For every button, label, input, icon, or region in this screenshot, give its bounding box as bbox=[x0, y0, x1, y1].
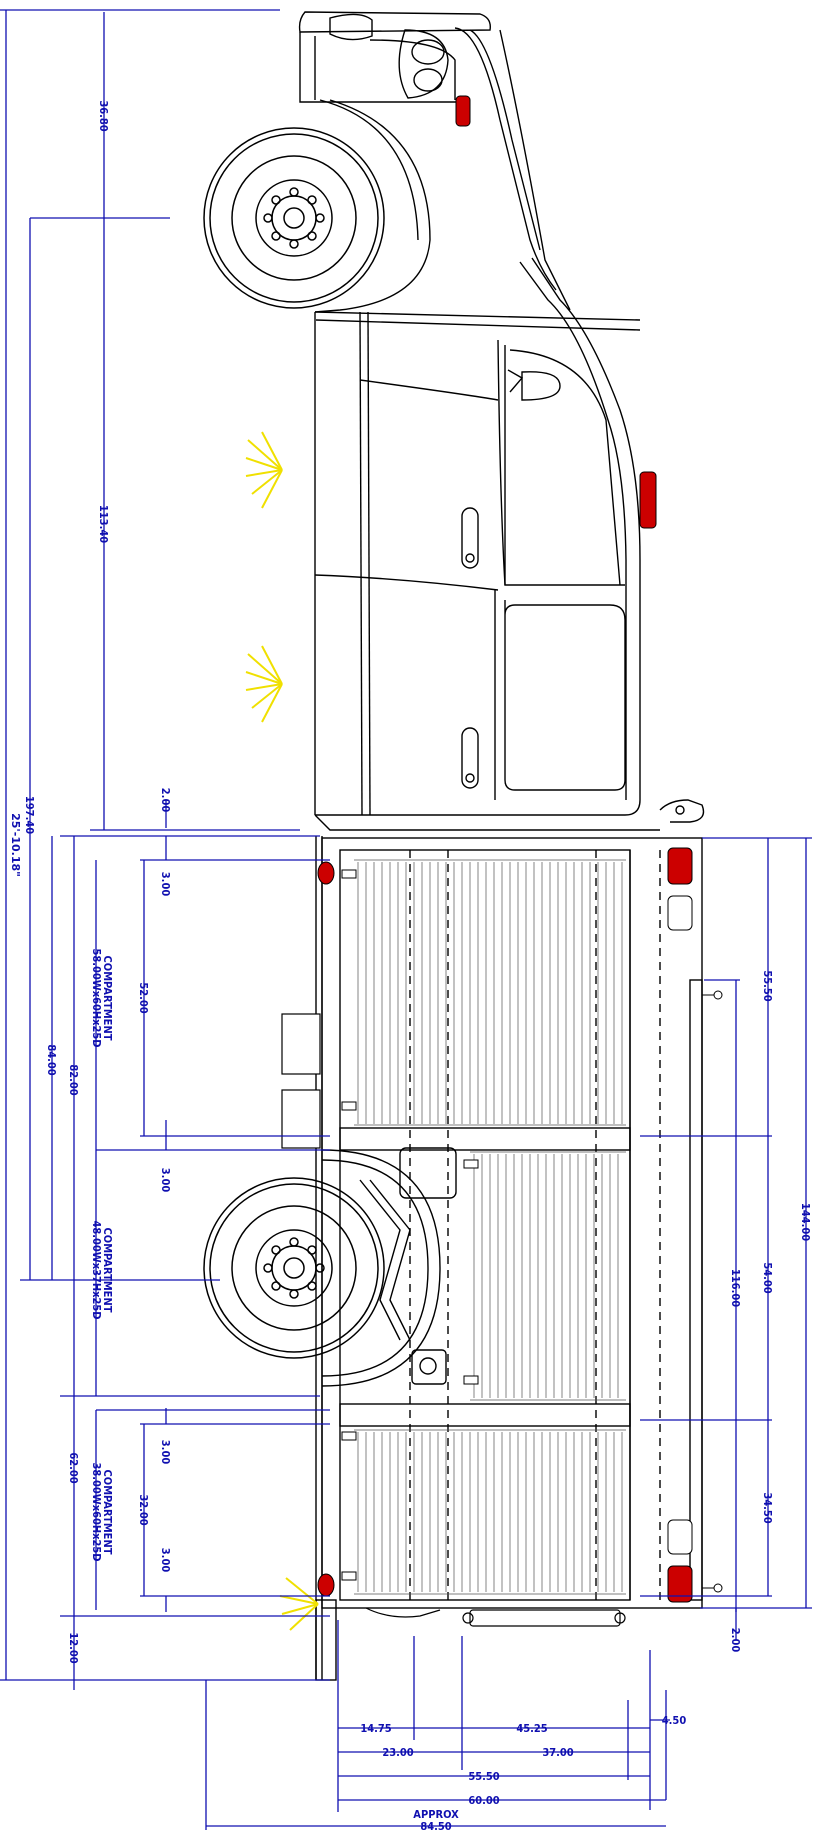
dim-gap-top: 2.00 bbox=[159, 788, 172, 813]
dim-c3-height: 32.00 bbox=[137, 1494, 150, 1525]
compartment-2-size: 48.00Wx37Hx25D bbox=[90, 1220, 103, 1319]
dim-box-front: 82.00 bbox=[67, 1064, 80, 1095]
roll-up-door-slats bbox=[354, 859, 626, 1595]
marker-light-icon bbox=[317, 861, 335, 885]
dim-bottom-6000: 60.00 bbox=[468, 1794, 499, 1807]
compartment-1-size: 58.00Wx60Hx25D bbox=[90, 948, 103, 1047]
tail-light-icon bbox=[667, 847, 693, 885]
dim-right-total: 144.00 bbox=[799, 1203, 812, 1241]
door-handle-icon bbox=[461, 507, 479, 569]
dim-right-seg1: 55.50 bbox=[761, 970, 774, 1001]
dim-bottom-1475: 14.75 bbox=[360, 1722, 391, 1735]
dim-front-overhang: 36.80 bbox=[97, 100, 110, 131]
tail-light-icon bbox=[667, 1565, 693, 1603]
dim-c3-bottom-gap: 3.00 bbox=[159, 1548, 172, 1573]
dim-box-rear: 62.00 bbox=[67, 1452, 80, 1483]
dim-bottom-approx-label: APPROX bbox=[413, 1808, 459, 1821]
dim-c2-top-gap: 3.00 bbox=[159, 1168, 172, 1193]
headlight-beam-icon bbox=[245, 431, 283, 509]
dim-right-mid-span: 116.00 bbox=[729, 1269, 742, 1307]
backup-light-icon bbox=[667, 1519, 693, 1555]
door-handle-icon bbox=[461, 727, 479, 789]
marker-light-icon bbox=[455, 95, 471, 127]
dim-right-seg3: 34.50 bbox=[761, 1492, 774, 1523]
dim-bottom-2300: 23.00 bbox=[382, 1746, 413, 1759]
compartment-3-size: 38.00Wx60Hx25D bbox=[90, 1462, 103, 1561]
mirror-icon bbox=[521, 371, 561, 401]
headlight-beam-icon bbox=[245, 645, 283, 723]
dim-bottom-450: 4.50 bbox=[662, 1714, 687, 1727]
dimension-lines bbox=[0, 9, 812, 1830]
dim-c3-top-gap: 3.00 bbox=[159, 1440, 172, 1465]
marker-light-icon bbox=[317, 1573, 335, 1597]
dim-overall-length: 25'-10.18" bbox=[9, 813, 22, 877]
backup-light-icon bbox=[667, 895, 693, 931]
dim-rear-overhang: 12.00 bbox=[67, 1632, 80, 1663]
wheel-icon bbox=[203, 1177, 385, 1359]
dim-wheelbase: 197.40 bbox=[23, 796, 36, 834]
compartment-3-title: COMPARTMENT bbox=[101, 1470, 114, 1555]
dim-right-seg2: 54.00 bbox=[761, 1262, 774, 1293]
dim-right-bottom-gap: 2.00 bbox=[729, 1628, 742, 1653]
dim-c1-top-gap: 3.00 bbox=[159, 872, 172, 897]
dim-bottom-8450: 84.50 bbox=[420, 1820, 451, 1833]
tail-light-icon bbox=[639, 471, 657, 529]
dim-c1-height: 52.00 bbox=[137, 982, 150, 1013]
wheel-icon bbox=[203, 127, 385, 309]
headlight-beam-icon bbox=[279, 1577, 319, 1631]
compartment-1-title: COMPARTMENT bbox=[101, 956, 114, 1041]
dim-bottom-4525: 45.25 bbox=[516, 1722, 547, 1735]
dim-bottom-5550: 55.50 bbox=[468, 1770, 499, 1783]
dim-cab-section: 113.40 bbox=[97, 505, 110, 543]
service-body-outline bbox=[315, 836, 703, 1681]
rear-fender bbox=[321, 1147, 457, 1387]
dim-to-rear-axle: 84.00 bbox=[45, 1044, 58, 1075]
truck-outline bbox=[298, 11, 705, 831]
dim-bottom-3700: 37.00 bbox=[542, 1746, 573, 1759]
compartment-2-title: COMPARTMENT bbox=[101, 1228, 114, 1313]
